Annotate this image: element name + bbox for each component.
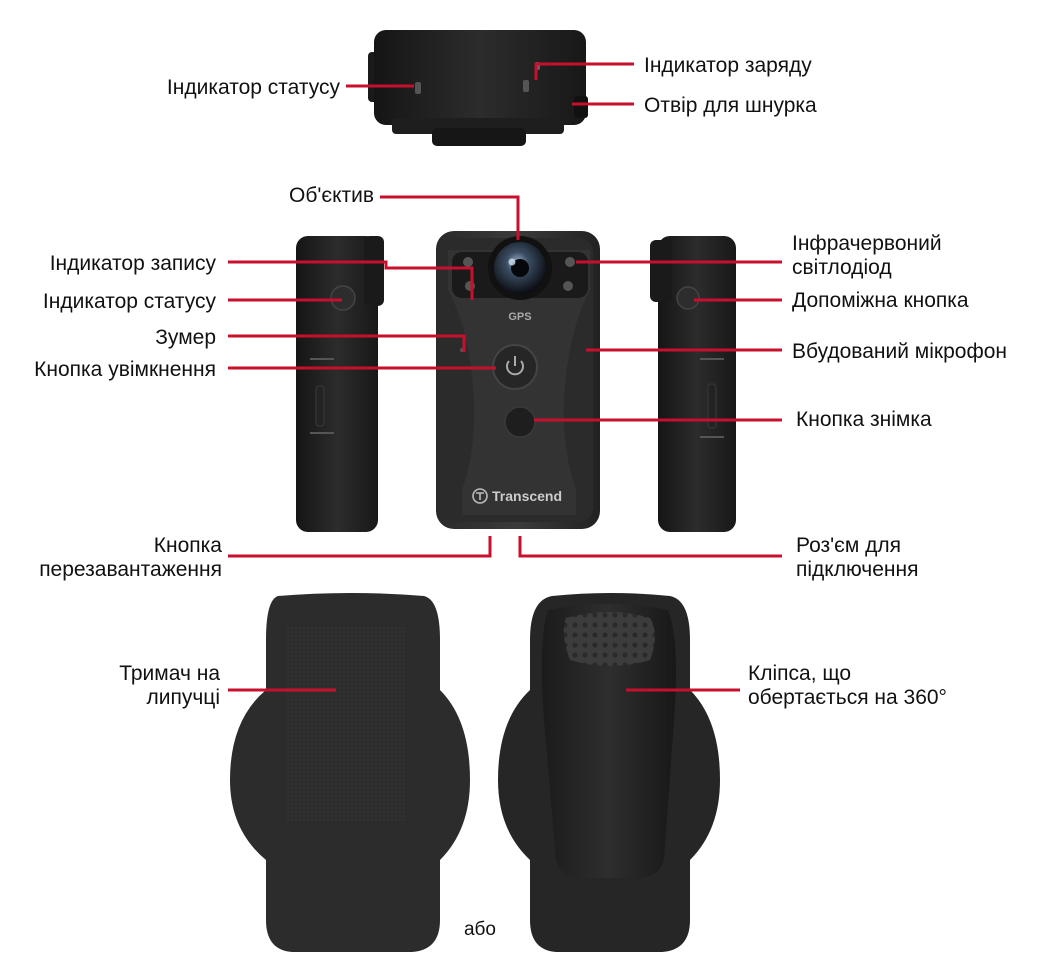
label-ir-led: Інфрачервоний світлодіод	[792, 232, 942, 279]
label-velcro-holder: Тримач на липучці	[119, 662, 220, 709]
label-lens: Об'єктив	[288, 184, 374, 207]
leader-reset	[228, 536, 492, 558]
aux-button-shape	[676, 286, 700, 310]
leader-charge	[534, 62, 634, 80]
brand-logo-text: Transcend	[492, 488, 563, 504]
leader-record	[228, 260, 474, 300]
camera-top-view	[368, 30, 588, 146]
leader-lines	[228, 62, 782, 692]
label-reset-button: Кнопка перезавантаження	[39, 534, 222, 581]
label-record-indicator: Індикатор запису	[49, 252, 216, 275]
transcend-logo-icon	[472, 488, 488, 504]
label-builtin-mic: Вбудований мікрофон	[792, 340, 1008, 363]
label-charge-indicator: Індикатор заряду	[644, 54, 812, 77]
label-side-status-indicator: Індикатор статусу	[42, 290, 216, 313]
label-snapshot-button: Кнопка знімка	[796, 408, 932, 431]
label-buzzer: Зумер	[155, 326, 216, 349]
power-icon	[506, 360, 524, 376]
label-lanyard-hole: Отвір для шнурка	[644, 94, 817, 117]
leader-buzzer	[228, 334, 466, 352]
camera-front-view	[436, 231, 600, 529]
camera-left-side-view	[296, 236, 384, 532]
or-label: або	[463, 919, 497, 940]
rotating-clip	[498, 593, 720, 952]
leader-connector	[518, 536, 782, 558]
velcro-patch	[286, 626, 406, 822]
camera-right-side-view	[650, 236, 736, 532]
clip-grip	[563, 612, 655, 666]
label-top-status-indicator: Індикатор статусу	[166, 76, 340, 99]
gps-mark: GPS	[508, 311, 532, 323]
top-status-led	[415, 82, 421, 94]
label-power-button: Кнопка увімкнення	[34, 358, 216, 381]
snapshot-button-shape	[504, 406, 536, 438]
label-rotating-clip: Кліпса, що обертається на 360°	[748, 662, 947, 709]
power-button-shape	[492, 344, 538, 390]
leader-lens	[380, 195, 520, 240]
label-aux-button: Допоміжна кнопка	[792, 289, 969, 312]
ir-led-icon	[463, 257, 473, 267]
velcro-holder	[230, 593, 470, 952]
side-status-button	[330, 285, 356, 311]
label-connector: Роз'єм для підключення	[796, 534, 919, 581]
